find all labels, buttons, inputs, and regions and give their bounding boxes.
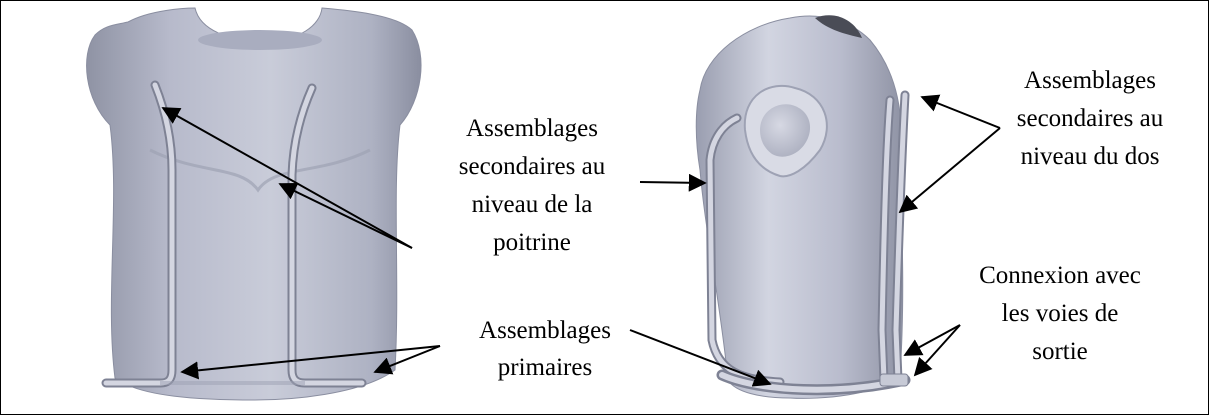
label-chest-line-3: niveau de la bbox=[472, 191, 593, 218]
label-back-line-3: niveau du dos bbox=[1021, 143, 1160, 170]
label-back-secondary: Assemblages secondaires au niveau du dos bbox=[1017, 67, 1164, 170]
front-torso-body bbox=[87, 8, 421, 400]
label-primary-line-2: primaires bbox=[498, 354, 592, 381]
label-exit-line-2: les voies de bbox=[1002, 300, 1119, 327]
label-chest-line-1: Assemblages bbox=[466, 115, 598, 142]
label-exit-line-1: Connexion avec bbox=[979, 262, 1141, 289]
exit-connector bbox=[880, 374, 908, 386]
label-chest-line-4: poitrine bbox=[493, 229, 571, 256]
label-exit-line-3: sortie bbox=[1032, 338, 1088, 365]
label-back-line-2: secondaires au bbox=[1017, 105, 1164, 132]
arrow-back-mid bbox=[900, 128, 1000, 212]
label-exit-connection: Connexion avec les voies de sortie bbox=[979, 262, 1141, 365]
side-torso-body bbox=[696, 16, 902, 398]
arrow-back-top bbox=[922, 97, 1000, 128]
label-chest-line-2: secondaires au bbox=[459, 153, 606, 180]
label-primary: Assemblages primaires bbox=[479, 317, 611, 381]
label-primary-line-1: Assemblages bbox=[479, 317, 611, 344]
label-back-line-1: Assemblages bbox=[1024, 67, 1156, 94]
front-torso-illustration bbox=[87, 8, 421, 400]
arrow-exit-2 bbox=[915, 325, 960, 375]
arrow-exit-1 bbox=[905, 325, 960, 355]
front-neckline bbox=[198, 30, 322, 50]
label-chest-secondary: Assemblages secondaires au niveau de la … bbox=[459, 115, 606, 256]
arrow-side-front bbox=[640, 182, 705, 183]
side-torso-illustration bbox=[696, 15, 908, 398]
